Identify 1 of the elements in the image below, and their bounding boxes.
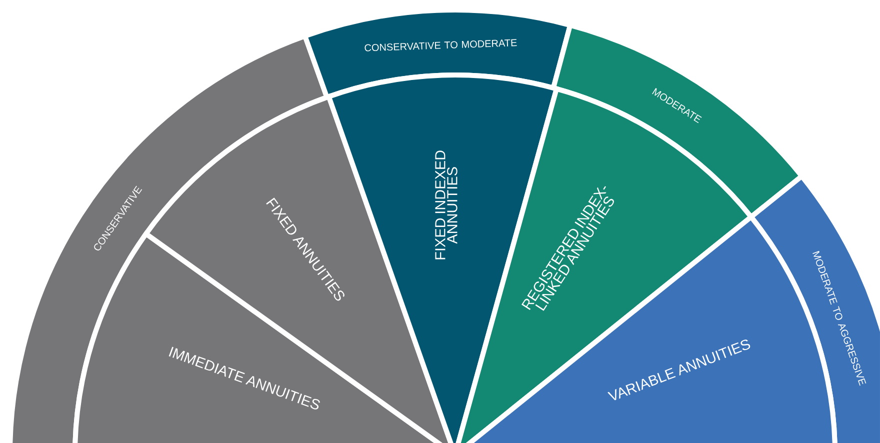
risk-band: CONSERVATIVE TO MODERATE bbox=[302, 8, 573, 100]
